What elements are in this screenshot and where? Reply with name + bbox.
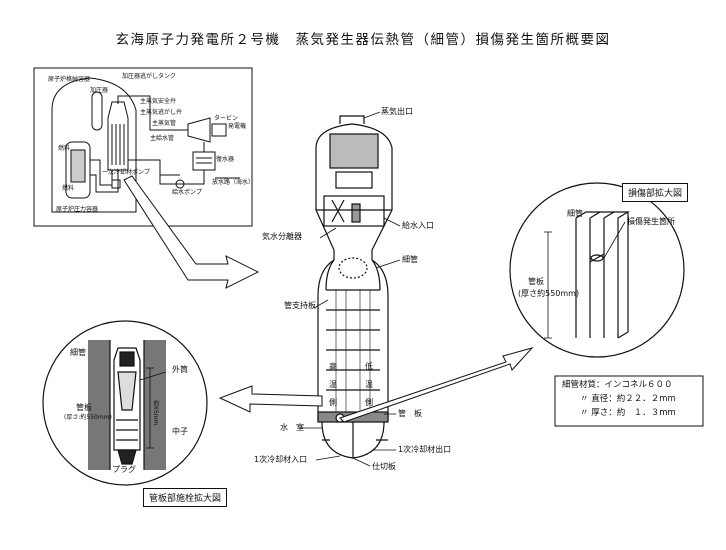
- label-feed-inlet: 給水入口: [402, 221, 434, 230]
- spec-thickness: 〃 厚さ：約 １．３mm: [580, 408, 676, 418]
- tube-spec: 細管材質：インコネル６００ 〃 直径：約２２．２mm 〃 厚さ：約 １．３mm: [562, 378, 676, 420]
- label-plug-tubesheet-thick: (厚さ:約550mm): [64, 414, 112, 421]
- label-high-temp-3: 側: [329, 398, 337, 407]
- label-condenser: 復水器: [216, 156, 235, 163]
- damage-detail-title: 損傷部拡大図: [622, 183, 689, 202]
- label-feedwater: 主給水管: [150, 135, 175, 142]
- label-support-plate: 管支持板: [284, 301, 316, 310]
- page-title: 玄海原子力発電所２号機 蒸気発生器伝熱管（細管）損傷発生箇所概要図: [115, 32, 611, 48]
- label-generator: 発電機: [228, 123, 247, 130]
- spec-diameter: 〃 直径：約２２．２mm: [580, 394, 676, 404]
- label-detail-tubesheet: 管板: [528, 277, 544, 286]
- label-low-temp-1: 低: [365, 362, 373, 371]
- spec-box: [554, 375, 704, 427]
- label-fuel-rod: 燃料: [58, 145, 71, 152]
- label-tubesheet: 管 板: [398, 409, 422, 418]
- label-detail-tube: 細管: [567, 209, 583, 218]
- label-separator: 気水分離器: [262, 232, 302, 241]
- label-pressurizer: 加圧器: [90, 87, 109, 94]
- plant-overview-diagram: [33, 67, 253, 227]
- label-feed-pump: 給水ポンプ: [172, 189, 202, 196]
- label-damage-location: 損傷発生箇所: [627, 217, 675, 226]
- spec-material: 細管材質：インコネル６００: [562, 380, 673, 390]
- label-low-temp-2: 温: [365, 380, 373, 389]
- label-high-temp-1: 高: [329, 362, 337, 371]
- label-core: 中子: [172, 427, 188, 436]
- arrow-sg-to-damage-detail: [339, 347, 534, 423]
- plug-detail-diagram: [42, 320, 208, 486]
- label-primary-outlet: 1次冷却材出口: [398, 445, 452, 454]
- label-primary-inlet: 1次冷却材入口: [254, 455, 308, 464]
- label-high-temp-2: 温: [329, 380, 337, 389]
- label-tubes: 細管: [402, 255, 418, 264]
- label-seawater: 放水路（海水）: [212, 179, 255, 186]
- label-low-temp-3: 側: [365, 398, 373, 407]
- leader-lines: [300, 111, 401, 467]
- label-divider: 仕切板: [372, 462, 396, 471]
- label-steam-relief: 主蒸気逃がし弁: [140, 109, 183, 116]
- damage-detail-diagram: [509, 182, 685, 358]
- label-fuel: 燃料: [62, 185, 75, 192]
- label-detail-tubesheet-thick: (厚さ約550mm): [518, 289, 580, 298]
- label-pressurizer-tank: 加圧器逃がしタンク: [122, 73, 177, 80]
- label-channel-head: 水 室: [280, 423, 304, 432]
- label-turbine: タービン: [214, 115, 239, 122]
- label-steam-outlet: 蒸気出口: [381, 107, 413, 116]
- label-main-steam: 主蒸気管: [152, 120, 177, 127]
- label-plug-tube: 細管: [70, 348, 86, 357]
- label-steam-safety: 主蒸気安全弁: [140, 98, 177, 105]
- label-plug-tubesheet: 管板: [76, 403, 92, 412]
- plug-detail-title: 管板部施栓拡大図: [143, 488, 228, 507]
- label-rcp: 一次冷却材ポンプ: [102, 169, 150, 176]
- arrow-overview-to-sg: [123, 175, 260, 289]
- label-plug: プラグ: [112, 465, 136, 474]
- arrow-sg-to-plug-detail: [218, 385, 323, 413]
- label-plug-length: 約65mm: [152, 400, 159, 426]
- label-rpv: 原子炉圧力容器: [56, 206, 99, 213]
- label-outer: 外筒: [172, 365, 188, 374]
- label-containment: 原子炉格納容器: [48, 76, 91, 83]
